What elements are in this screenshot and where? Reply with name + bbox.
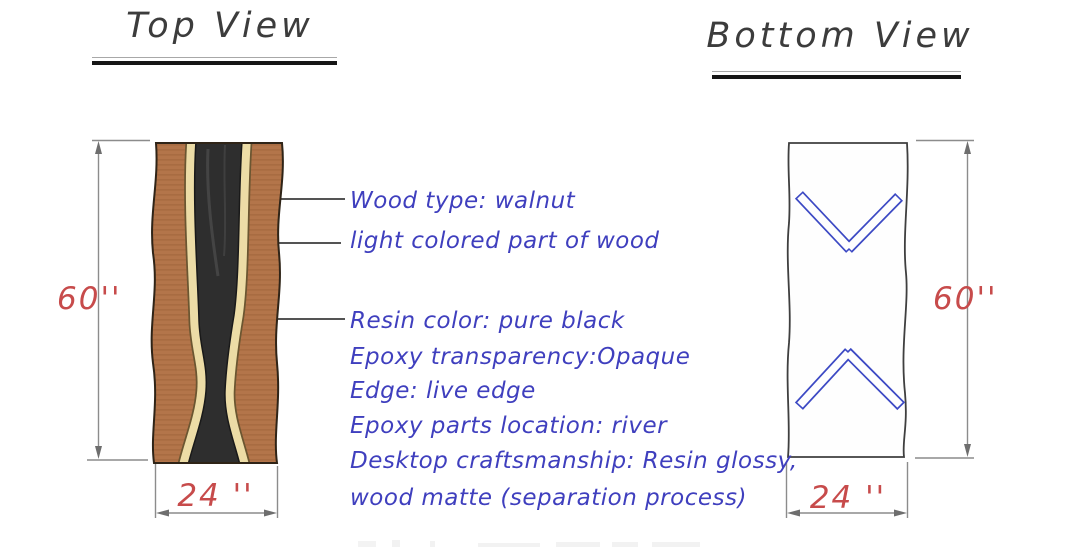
dim-label-top-view-width: 24 '' [177, 478, 254, 514]
annotation-epoxy-transparency: Epoxy transparency:Opaque [350, 344, 691, 370]
dim-label-bottom-view-height: 60'' [933, 281, 998, 317]
bottom-view-title-underline-thin [712, 71, 961, 72]
annotation-light-wood: light colored part of wood [350, 228, 660, 254]
top-view-title-underline-thick [92, 61, 337, 65]
leg-chevron-upper [794, 191, 904, 253]
annotation-craftsmanship-line1: Desktop craftsmanship: Resin glossy, [350, 448, 798, 474]
bottom-view-slab-outline [786, 142, 909, 458]
dim-label-bottom-view-width: 24 '' [809, 480, 887, 516]
dim-label-top-view-height: 60'' [57, 281, 122, 317]
leg-chevron-lower [794, 347, 906, 411]
annotation-wood-type: Wood type: walnut [350, 188, 576, 214]
annotation-edge: Edge: live edge [350, 378, 536, 404]
bottom-view-title: Bottom View [706, 16, 974, 56]
bottom-view-title-underline-thick [712, 75, 961, 79]
resin-highlight-streak [206, 148, 220, 277]
annotation-epoxy-location: Epoxy parts location: river [350, 413, 668, 439]
watermark-remnant [358, 540, 700, 547]
annotation-resin-color: Resin color: pure black [350, 308, 625, 334]
annotation-craftsmanship-line2: wood matte (separation process) [350, 485, 747, 511]
top-view-title-underline-thin [92, 57, 337, 58]
top-view-slab-drawing [150, 142, 284, 464]
top-view-title: Top View [126, 6, 314, 46]
resin-highlight-streak [223, 144, 227, 257]
top-view-slab-outline [150, 142, 284, 464]
resin-river-shape [187, 143, 243, 463]
bottom-view-slab-drawing [786, 142, 909, 458]
